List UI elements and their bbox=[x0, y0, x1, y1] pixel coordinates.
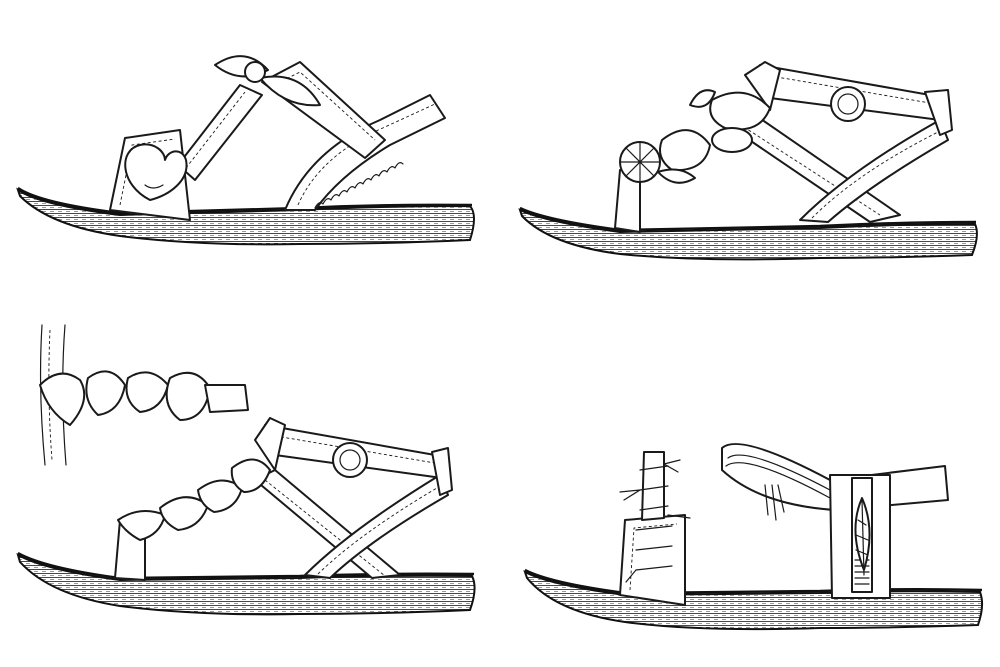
sole bbox=[16, 187, 475, 246]
top-strap bbox=[744, 61, 781, 111]
t-strap bbox=[177, 84, 263, 181]
heel-counter bbox=[431, 447, 453, 496]
leaf-icon bbox=[657, 168, 696, 184]
sandal-hearts bbox=[16, 324, 476, 616]
strawberry-icon bbox=[709, 91, 771, 131]
wrap-cord bbox=[635, 465, 673, 571]
heel-counter bbox=[924, 89, 953, 136]
heart-icon bbox=[230, 458, 271, 493]
buckle-icon bbox=[830, 86, 866, 122]
cherry-heart-icon bbox=[124, 143, 188, 201]
ankle-strap bbox=[721, 443, 949, 511]
detail-inset bbox=[39, 324, 249, 466]
tassel-icon bbox=[619, 459, 691, 583]
strap-end bbox=[204, 384, 249, 413]
strawberry-icon bbox=[659, 129, 711, 172]
top-strap bbox=[254, 417, 286, 471]
lemon-slice-icon bbox=[711, 127, 753, 153]
heart-icon bbox=[197, 479, 243, 513]
toe-piece bbox=[619, 514, 686, 606]
leaf-icon bbox=[689, 89, 716, 108]
sole bbox=[518, 206, 978, 261]
buckle-icon bbox=[332, 442, 368, 478]
heart-icon bbox=[125, 371, 169, 413]
sandal-feather bbox=[523, 443, 984, 631]
sandal-fruit bbox=[518, 61, 978, 261]
knot-icon bbox=[244, 61, 266, 83]
sole bbox=[16, 551, 476, 616]
heart-icon bbox=[39, 372, 86, 426]
leaf-icon bbox=[259, 75, 321, 107]
sole bbox=[523, 568, 984, 631]
heart-icon bbox=[117, 510, 166, 541]
heart-icon bbox=[85, 370, 126, 416]
cross-strap bbox=[304, 474, 449, 579]
tassel-icon bbox=[764, 484, 785, 521]
heart-icon bbox=[165, 371, 211, 421]
scallop-trim bbox=[314, 162, 404, 209]
heart-icon bbox=[159, 496, 209, 531]
sandal-cherry bbox=[16, 55, 475, 246]
